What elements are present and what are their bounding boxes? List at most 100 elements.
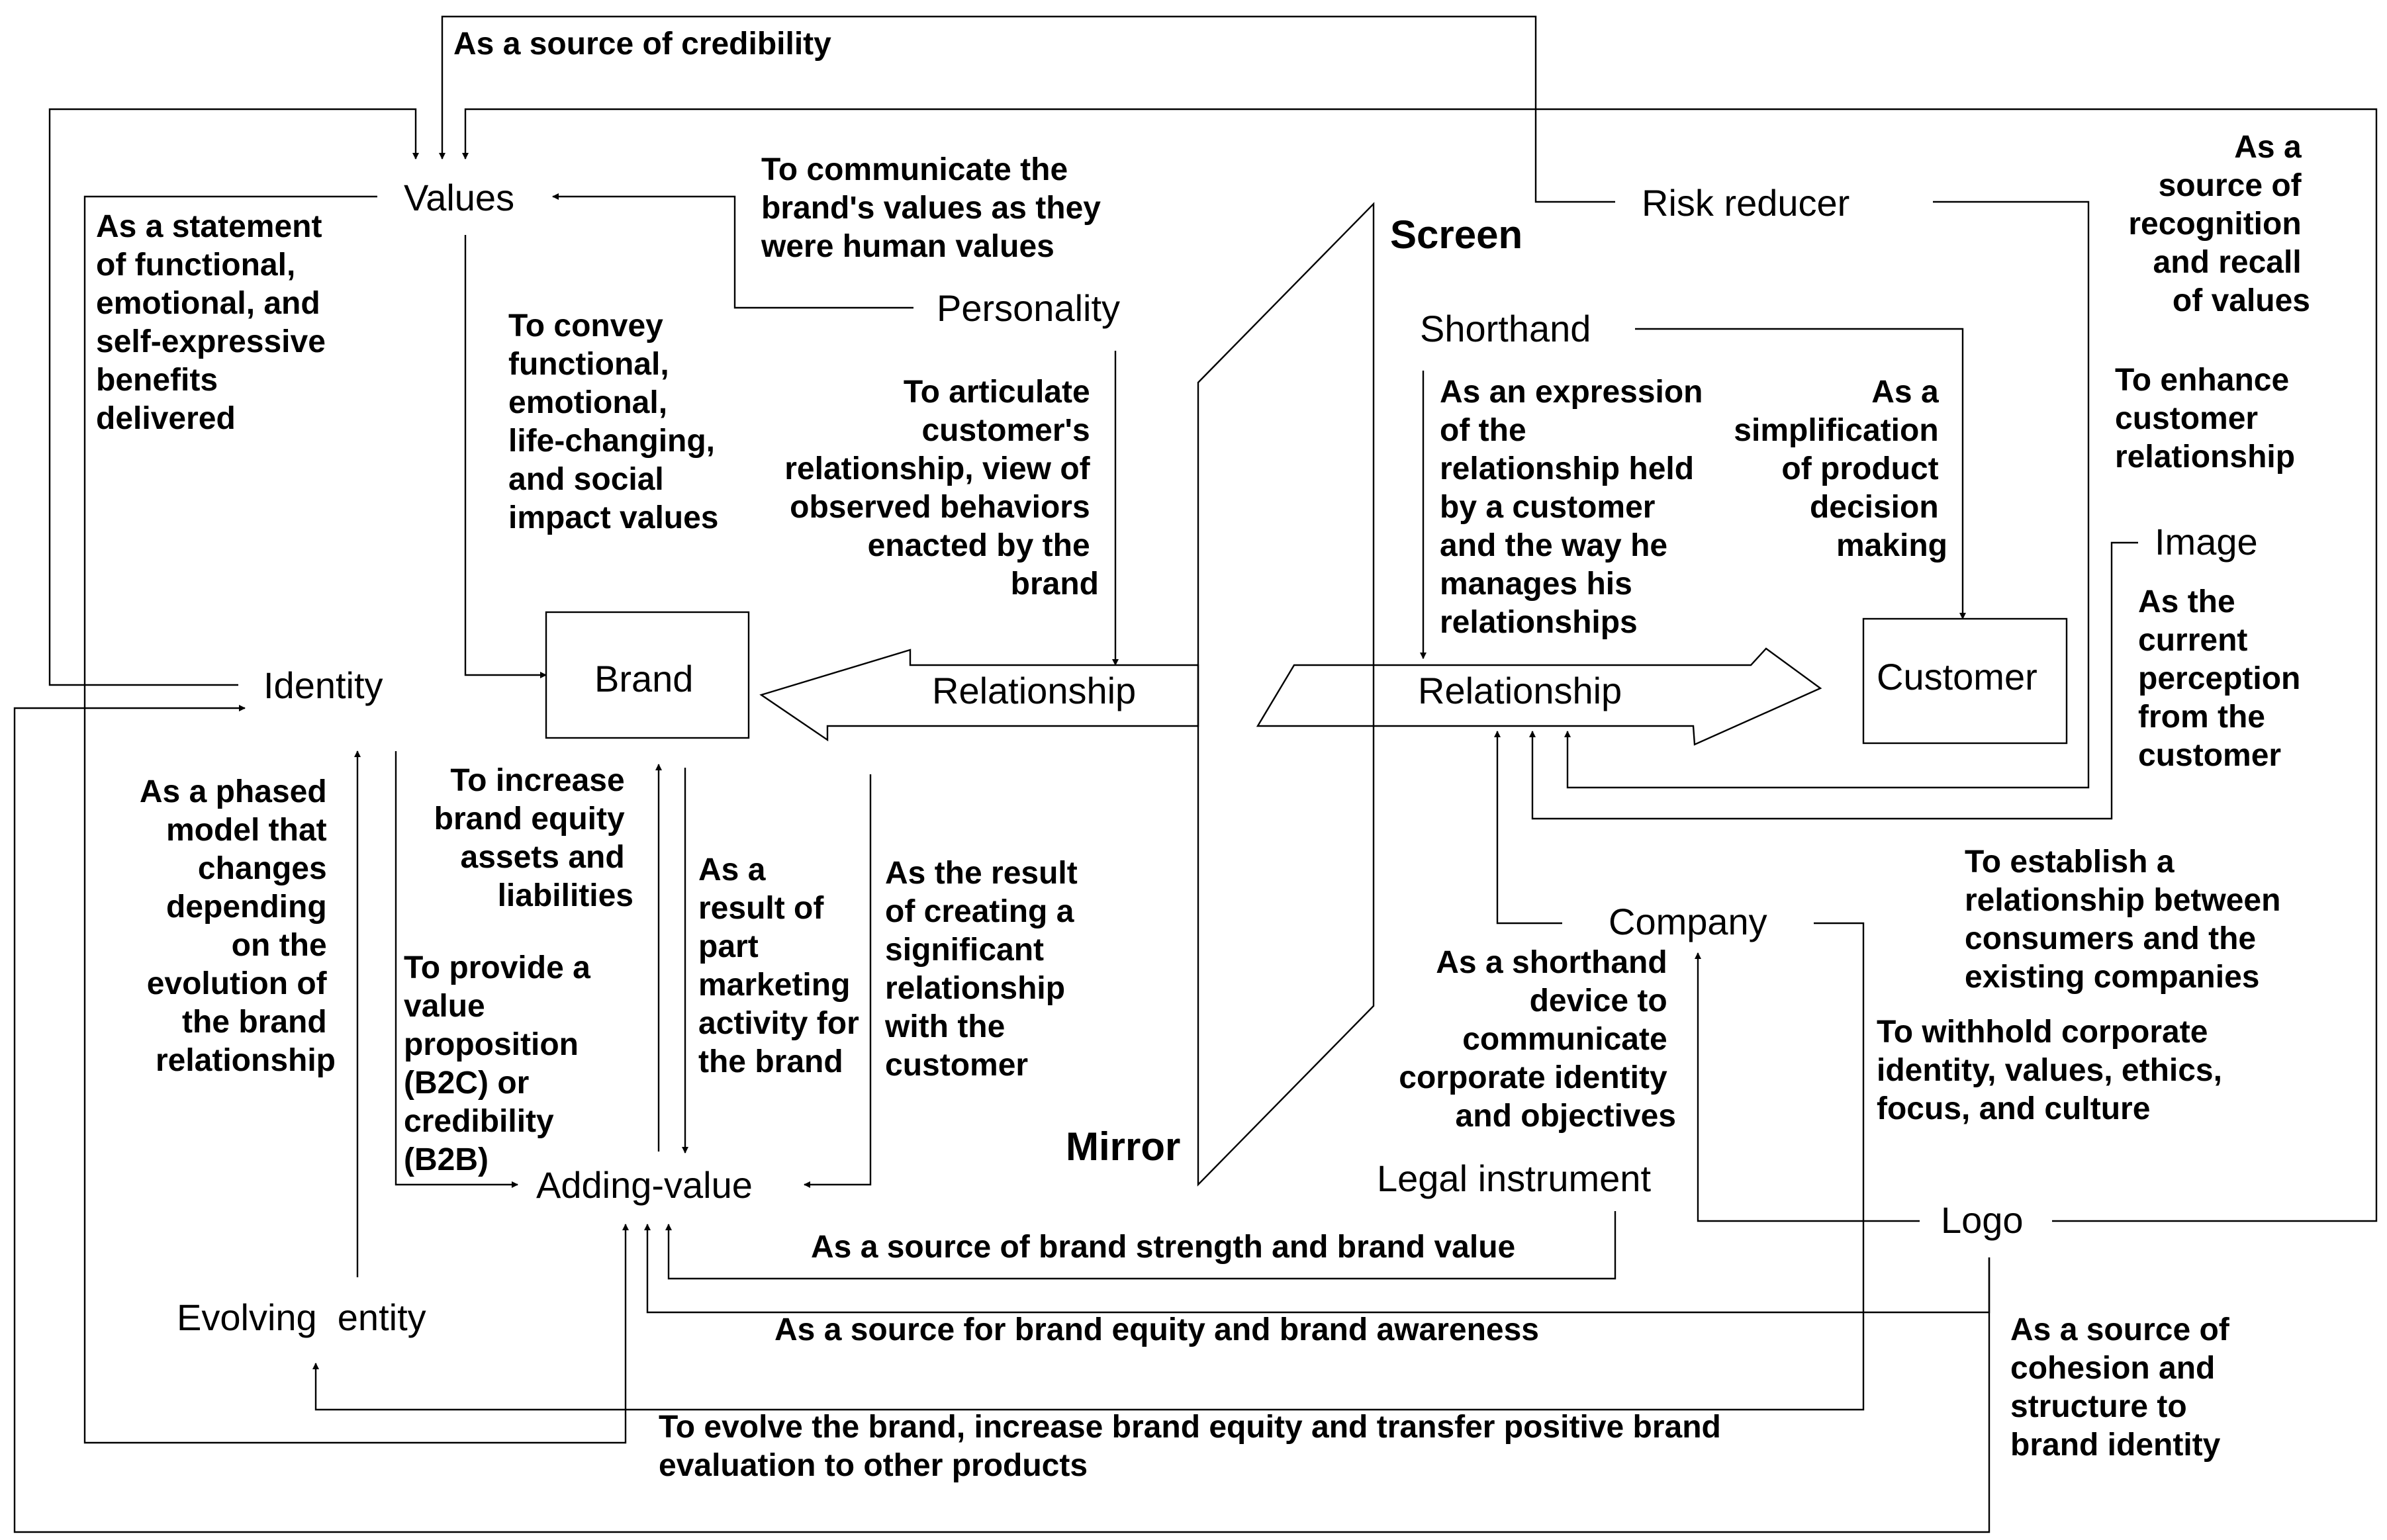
label-line: of creating a (885, 894, 1074, 929)
label-line: customer (2115, 401, 2258, 436)
node-identity: Identity (263, 664, 383, 706)
label-line: observed behaviors (790, 490, 1090, 525)
label-line: with the (884, 1009, 1005, 1044)
label-line: enacted by the (868, 528, 1090, 563)
relationship-arrow-right (1256, 647, 1822, 746)
label-convey: To convey functional, emotional, life-ch… (508, 308, 724, 535)
label-line: identity, values, ethics, (1877, 1053, 2222, 1088)
screen-mirror-plane (1197, 202, 1375, 1187)
label-articulate: To articulate customer's relationship, v… (784, 375, 1099, 602)
label-line: of values (2173, 283, 2310, 318)
label-line: model that (166, 813, 327, 848)
label-line: value (404, 989, 485, 1024)
node-relationship-right: Relationship (1418, 670, 1622, 711)
label-line: (B2B) (404, 1142, 489, 1177)
label-recognition: As a source of recognition and recall of… (2128, 130, 2310, 318)
label-line: As a source of (2010, 1312, 2230, 1347)
label-line: relationship (2115, 439, 2295, 475)
label-line: To enhance (2115, 363, 2289, 398)
node-image: Image (2155, 521, 2258, 563)
label-line: To increase (450, 763, 624, 798)
node-customer: Customer (1877, 656, 2037, 698)
label-line: To articulate (904, 375, 1090, 410)
label-line: As a shorthand (1436, 945, 1667, 980)
node-risk-reducer: Risk reducer (1642, 182, 1849, 224)
label-line: cohesion and (2010, 1351, 2215, 1386)
label-enhance: To enhance customer relationship (2115, 363, 2298, 475)
label-line: evaluation to other products (659, 1448, 1088, 1483)
label-line: decision (1810, 490, 1939, 525)
label-line: relationship, view of (784, 451, 1090, 486)
label-line: relationship (156, 1043, 336, 1078)
label-line: existing companies (1965, 960, 2259, 995)
label-line: focus, and culture (1877, 1091, 2150, 1126)
label-line: changes (198, 851, 327, 886)
label-line: source of (2159, 168, 2302, 203)
label-line: As the (2138, 584, 2235, 619)
node-logo: Logo (1941, 1199, 2024, 1241)
label-provide: To provide a value proposition (B2C) or … (404, 950, 599, 1177)
label-line: relationships (1440, 605, 1638, 640)
label-line: To establish a (1965, 844, 2175, 880)
label-line: credibility (404, 1104, 554, 1139)
label-line: emotional, and (96, 286, 320, 321)
label-line: assets and (461, 840, 625, 875)
label-line: To convey (508, 308, 663, 343)
label-line: and objectives (1456, 1099, 1676, 1134)
label-line: To evolve the brand, increase brand equi… (659, 1410, 1721, 1445)
label-evolve: To evolve the brand, increase brand equi… (659, 1410, 1730, 1483)
label-line: brand (1011, 566, 1099, 602)
label-line: depending (166, 889, 327, 925)
label-statement: As a statement of functional, emotional,… (96, 209, 334, 436)
label-line: relationship between (1965, 883, 2280, 918)
brand-box (545, 611, 750, 739)
label-line: were human values (761, 229, 1054, 264)
label-perception: As the current perception from the custo… (2138, 584, 2310, 773)
relationship-arrow-left (759, 649, 1199, 742)
label-line: recognition (2128, 206, 2301, 242)
label-strength: As a source of brand strength and brand … (811, 1230, 1515, 1265)
label-line: consumers and the (1965, 921, 2256, 956)
label-line: perception (2138, 661, 2300, 696)
connector-lines (13, 15, 2378, 1533)
label-credibility: As a source of credibility (453, 26, 831, 62)
label-line: As a (698, 852, 766, 887)
node-values: Values (404, 177, 514, 218)
label-line: and social (508, 462, 664, 497)
label-line: marketing (698, 968, 850, 1003)
label-expression: As an expression of the relationship hel… (1440, 375, 1712, 640)
edge-labels: As a source of credibility To communicat… (96, 26, 2310, 1483)
customer-box (1862, 617, 2068, 745)
label-line: customer's (921, 413, 1090, 448)
label-line: and the way he (1440, 528, 1667, 563)
label-line: self-expressive (96, 324, 326, 359)
label-line: emotional, (508, 385, 667, 420)
label-line: part (698, 929, 759, 964)
node-brand: Brand (594, 658, 693, 700)
label-line: of product (1781, 451, 1938, 486)
label-communicate-values: To communicate the brand's values as the… (761, 152, 1109, 264)
label-line: functional, (508, 347, 669, 382)
label-line: brand's values as they (761, 191, 1101, 226)
label-line: relationship (885, 971, 1065, 1006)
label-line: As an expression (1440, 375, 1703, 410)
section-screen: Screen (1390, 212, 1522, 257)
label-phased: As a phased model that changes depending… (140, 774, 336, 1078)
label-line: device to (1530, 983, 1667, 1019)
label-line: result of (698, 891, 824, 926)
label-line: brand identity (2010, 1427, 2221, 1463)
section-mirror: Mirror (1066, 1124, 1180, 1169)
label-line: impact values (508, 500, 718, 535)
label-line: brand equity (434, 801, 625, 837)
node-legal-instrument: Legal instrument (1377, 1157, 1651, 1199)
node-adding-value: Adding-value (536, 1164, 753, 1206)
node-personality: Personality (937, 287, 1120, 329)
label-establish: To establish a relationship between cons… (1965, 844, 2290, 995)
label-line: As a statement (96, 209, 322, 244)
label-line: As a (1871, 375, 1939, 410)
label-line: by a customer (1440, 490, 1655, 525)
label-equity-awareness: As a source for brand equity and brand a… (774, 1312, 1539, 1347)
node-labels: Values Personality Risk reducer Shorthan… (177, 177, 2258, 1338)
label-line: significant (885, 932, 1044, 968)
